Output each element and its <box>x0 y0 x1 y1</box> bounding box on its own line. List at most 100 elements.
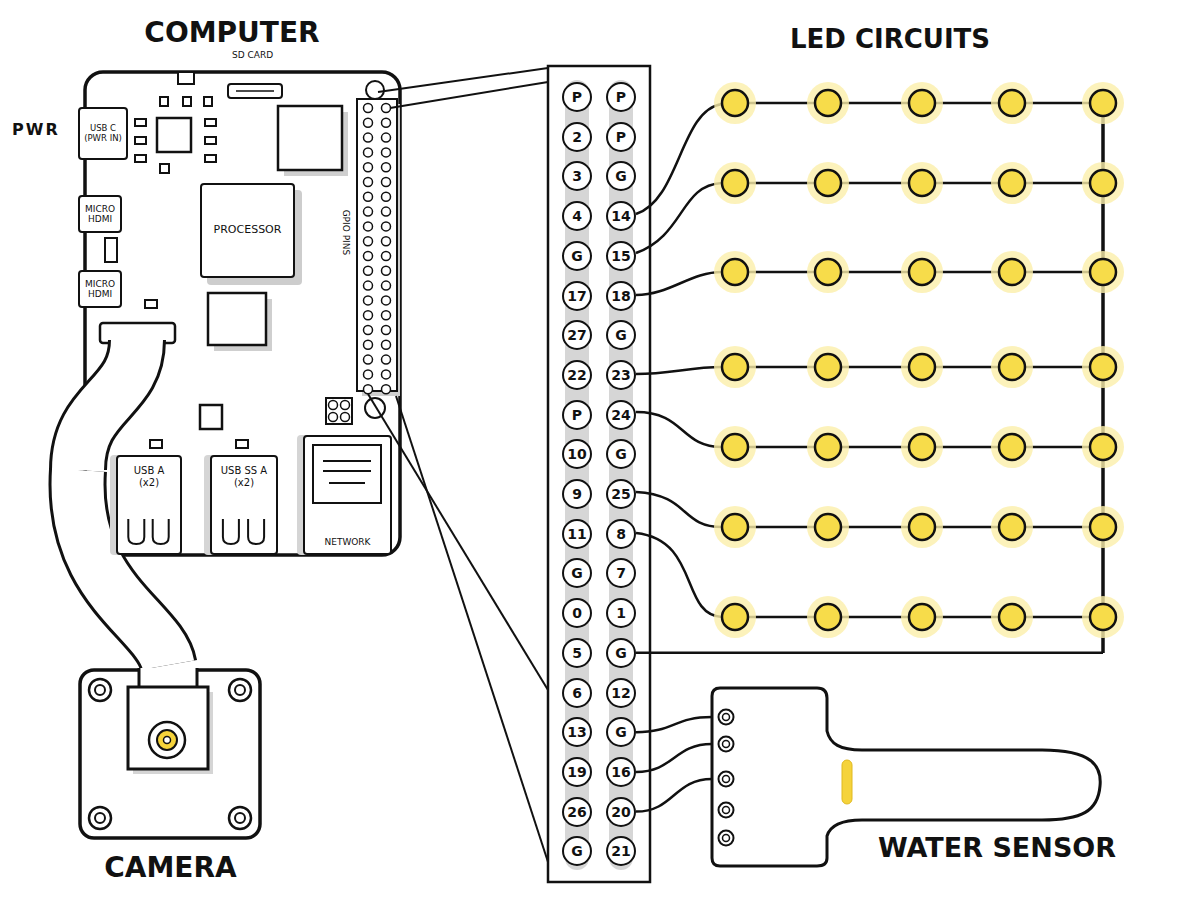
gpio-pin: 0 <box>562 598 592 628</box>
computer-board-drawing <box>150 440 162 448</box>
header-pin <box>382 266 391 275</box>
led-glow <box>714 596 756 638</box>
header-pin <box>382 118 391 127</box>
pin-label: 20 <box>611 805 630 819</box>
led <box>815 604 841 630</box>
computer-board-drawing <box>236 90 274 92</box>
camera-ribbon-cable <box>78 340 137 470</box>
pin-label: 19 <box>567 765 586 779</box>
pin-label: 0 <box>572 606 582 620</box>
gpio-pin: 12 <box>606 678 636 708</box>
led <box>1090 354 1116 380</box>
led-glow <box>901 251 943 293</box>
computer-board-drawing <box>85 72 400 555</box>
gpio-pin: 2 <box>562 122 592 152</box>
gpio-pin: G <box>562 241 592 271</box>
header-pin <box>364 296 373 305</box>
led-glow <box>901 596 943 638</box>
computer-board-drawing <box>205 155 216 162</box>
pin-label: 10 <box>567 447 586 461</box>
gpio-pin: 20 <box>606 797 636 827</box>
header-pin <box>382 311 391 320</box>
led <box>909 604 935 630</box>
part-label: USB C (PWR IN) <box>82 124 124 144</box>
led-wires <box>636 652 1103 655</box>
part-label: PROCESSOR <box>214 224 282 237</box>
header-pin <box>364 178 373 187</box>
header-pin <box>382 237 391 246</box>
led <box>815 434 841 460</box>
header-pin <box>364 192 373 201</box>
led <box>815 170 841 196</box>
led-wires <box>636 183 722 253</box>
sensor-wire <box>636 744 712 772</box>
pin-label: 6 <box>572 686 582 700</box>
led-glow <box>1082 346 1124 388</box>
gpio-pin: 17 <box>562 281 592 311</box>
gpio-pin: G <box>606 320 636 350</box>
header-pin <box>364 311 373 320</box>
header-pin <box>382 178 391 187</box>
led <box>722 604 748 630</box>
gpio-pin: G <box>606 717 636 747</box>
gpio-pin: 8 <box>606 519 636 549</box>
gpio-pin: P <box>606 122 636 152</box>
computer-board-drawing <box>178 72 194 84</box>
gpio-pin: 18 <box>606 281 636 311</box>
camera-outline <box>80 670 260 838</box>
header-pin <box>364 326 373 335</box>
usb-slot-icons <box>223 519 239 544</box>
led <box>1090 259 1116 285</box>
led <box>909 354 935 380</box>
led-glow <box>714 506 756 548</box>
computer-board-drawing <box>135 119 146 126</box>
camera-outline <box>235 685 245 695</box>
computer-board-drawing <box>200 405 222 429</box>
gpio-pin: P <box>562 82 592 112</box>
camera-outline <box>229 807 251 829</box>
gpio-pin: 3 <box>562 161 592 191</box>
header-pin <box>382 207 391 216</box>
gpio-pin: 13 <box>562 717 592 747</box>
sd-card-label: SD CARD <box>232 50 273 61</box>
usb-slot-icons <box>153 519 169 544</box>
led <box>999 259 1025 285</box>
computer-board-drawing <box>204 97 212 106</box>
gpio-pin: 16 <box>606 757 636 787</box>
led-glow <box>714 346 756 388</box>
network-jack-lines <box>305 437 389 507</box>
pin-label: 15 <box>611 249 630 263</box>
pin-label: G <box>615 447 627 461</box>
micro-hdmi-port: MICRO HDMI <box>78 270 122 308</box>
header-pin <box>382 355 391 364</box>
led-wires <box>636 272 722 295</box>
led <box>815 259 841 285</box>
header-pin <box>364 370 373 379</box>
led-glow <box>714 82 756 124</box>
led <box>815 90 841 116</box>
header-pin <box>364 222 373 231</box>
board-gpio-header <box>357 99 400 396</box>
led-glow <box>714 251 756 293</box>
camera-outline <box>89 807 111 829</box>
computer-board-drawing <box>157 118 191 152</box>
sensor-wire <box>636 717 712 732</box>
header-pin <box>382 148 391 157</box>
computer-board-drawing <box>160 164 169 173</box>
led <box>722 434 748 460</box>
header-pin <box>364 148 373 157</box>
pin-label: G <box>615 328 627 342</box>
usb-port: USB SS A (x2) <box>210 455 278 555</box>
usb-slot-icons <box>248 519 264 544</box>
gpio-pin: 10 <box>562 439 592 469</box>
pin-label: 5 <box>572 646 582 660</box>
camera-outline <box>95 813 105 823</box>
led-glow <box>901 82 943 124</box>
gpio-pin: 26 <box>562 797 592 827</box>
pin-label: 11 <box>567 527 586 541</box>
pin-header-strip <box>609 80 633 870</box>
pin-label: P <box>572 408 582 422</box>
header-pin <box>364 252 373 261</box>
camera-outline <box>138 668 141 687</box>
pin-header-strip <box>548 66 650 882</box>
